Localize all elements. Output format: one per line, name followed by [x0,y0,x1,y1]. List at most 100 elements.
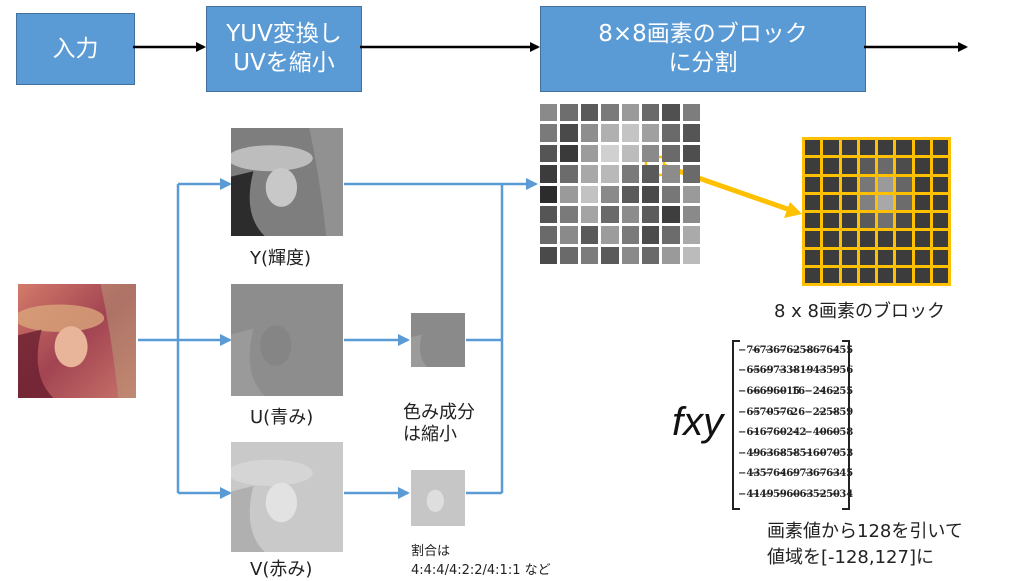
matrix-cell: −55 [830,344,854,356]
note-line1: 画素値から128を引いて [767,521,963,542]
input-box: 入力 [16,13,135,85]
matrix-cell: −52 [804,488,827,500]
matrix-cell: 26 [791,406,806,418]
matrix-cell: −49 [738,447,761,459]
matrix-row: −41−49−59−60−63−52−50−34 [732,484,854,505]
matrix-cell: −67 [764,344,787,356]
y-label: Y(輝度) [250,248,312,269]
matrix-cell: −53 [830,447,854,459]
matrix-row: −76−73−67−62−58−67−64−55 [732,340,854,361]
matrix-cell: −66 [738,385,761,397]
matrix-cell: −63 [791,488,814,500]
u-label: U(青み) [250,407,314,428]
matrix-cell: −62 [817,385,840,397]
y-luma-image [231,128,343,236]
matrix-cell: −41 [738,488,761,500]
matrix-cell: −19 [791,365,814,377]
block-split-box: 8×8画素のブロック に分割 [540,6,866,92]
matrix-cell: −57 [764,406,787,418]
matrix-cell: −43 [738,468,761,480]
matrix-cell: −67 [804,468,827,480]
matrix-cell: −51 [791,447,814,459]
matrix-body: −76−73−67−62−58−67−64−55−65−69−73−38−19−… [732,340,854,506]
zoom-arrow-head [784,202,802,218]
matrix-cell: −70 [817,447,840,459]
matrix-right-bracket [842,340,850,510]
ratio-note-line2: 4:4:4/4:2:2/4:1:1 など [411,563,551,578]
block-box-line2: に分割 [668,50,738,76]
u-small-image [411,313,465,367]
matrix-cell: −60 [817,427,840,439]
matrix-cell: −56 [830,365,854,377]
matrix-row: −43−57−64−69−73−67−63−45 [732,464,854,485]
matrix-cell: −64 [764,468,787,480]
matrix-cell: −24 [804,385,827,397]
zoomed-8x8-block [802,137,951,286]
matrix-cell: −58 [830,427,854,439]
matrix-row: −61−67−60−24−2−40−60−58 [732,422,854,443]
matrix-row: −49−63−68−58−51−60−70−53 [732,443,854,464]
yuv-box-line2: UVを縮小 [233,50,335,76]
matrix-cell: −63 [817,468,840,480]
matrix-cell: −58 [777,447,801,459]
v-label: V(赤み) [250,559,313,580]
matrix-cell: −58 [817,406,840,418]
pixel-matrix: −76−73−67−62−58−67−64−55−65−69−73−38−19−… [732,340,854,510]
matrix-cell: −45 [830,468,854,480]
note-line2: 値域を[-128,127]に [767,547,934,568]
matrix-cell: −60 [804,447,827,459]
matrix-cell: −59 [764,488,787,500]
yuv-box-line1: YUV変換し [226,21,342,48]
matrix-cell: −67 [751,427,774,439]
matrix-cell: −65 [738,406,761,418]
matrix-cell: −69 [777,468,801,480]
matrix-cell: −65 [738,365,761,377]
matrix-cell: −64 [817,344,840,356]
matrix-cell: −57 [751,468,774,480]
block-mosaic-image [540,104,700,264]
matrix-cell: −40 [804,427,827,439]
matrix-cell: −60 [777,488,801,500]
input-color-image [18,284,136,398]
block-box-line1: 8×8画素のブロック [598,21,808,48]
matrix-cell: −2 [791,427,807,439]
matrix-cell: −73 [751,344,774,356]
matrix-cell: −6 [777,406,794,418]
matrix-cell: −69 [751,365,774,377]
matrix-cell: −38 [777,365,801,377]
block-caption: 8 x 8画素のブロック [774,301,945,322]
matrix-cell: −76 [738,344,761,356]
input-box-label: 入力 [52,35,99,62]
fxy-symbol: fxy [672,400,724,444]
matrix-cell: −43 [804,365,827,377]
matrix-row: −65−69−73−38−19−43−59−56 [732,361,854,382]
matrix-cell: −15 [777,385,801,397]
matrix-cell: −60 [764,427,787,439]
v-chroma-image [231,442,343,552]
matrix-cell: −22 [804,406,827,418]
matrix-cell: −50 [817,488,840,500]
matrix-cell: −68 [764,447,787,459]
matrix-cell: −59 [830,406,854,418]
matrix-cell: −60 [764,385,787,397]
matrix-cell: −63 [751,447,774,459]
matrix-cell: −49 [751,488,774,500]
matrix-cell: 16 [791,385,806,397]
matrix-cell: −62 [777,344,801,356]
matrix-cell: −55 [830,385,854,397]
matrix-cell: −73 [764,365,787,377]
matrix-cell: −67 [804,344,827,356]
v-small-image [411,470,465,526]
chroma-note-line1: 色み成分 [403,402,475,423]
matrix-left-bracket [732,340,740,510]
matrix-cell: −69 [751,385,774,397]
yuv-convert-box: YUV変換し UVを縮小 [206,6,362,92]
matrix-cell: −73 [791,468,814,480]
matrix-cell: −70 [751,406,774,418]
matrix-cell: −59 [817,365,840,377]
matrix-cell: −34 [830,488,854,500]
u-chroma-image [231,284,343,396]
